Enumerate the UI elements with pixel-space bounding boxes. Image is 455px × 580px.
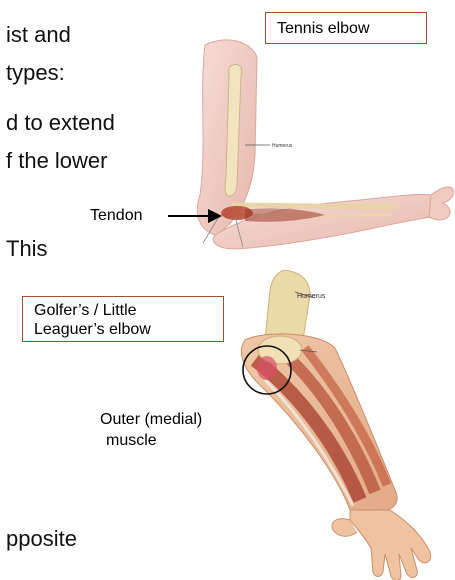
tennis-elbow-callout: Tennis elbow [265,12,427,44]
body-text-line-5: This [6,236,48,262]
golfers-elbow-illustration: Humerus [225,270,455,580]
muscle-label-line-2: muscle [106,431,157,450]
tennis-elbow-illustration: Humerus [195,35,455,275]
body-text-line-4: f the lower [6,148,108,174]
tennis-elbow-callout-text: Tennis elbow [277,19,370,38]
golfers-elbow-callout-line-2: Leaguer’s elbow [34,320,151,339]
golfers-elbow-callout: Golfer’s / Little Leaguer’s elbow [22,296,224,342]
body-text-line-2: types: [6,60,65,86]
tendon-label: Tendon [90,206,143,225]
humerus-label-bottom: Humerus [297,293,326,300]
body-text-line-1: ist and [6,22,71,48]
muscle-label-line-1: Outer (medial) [100,410,202,429]
golfers-elbow-callout-line-1: Golfer’s / Little [34,301,137,320]
tendon-arrow [168,206,228,226]
body-text-line-6: pposite [6,526,77,552]
body-text-line-3: d to extend [6,110,115,136]
humerus-label-top: Humerus [272,143,293,149]
